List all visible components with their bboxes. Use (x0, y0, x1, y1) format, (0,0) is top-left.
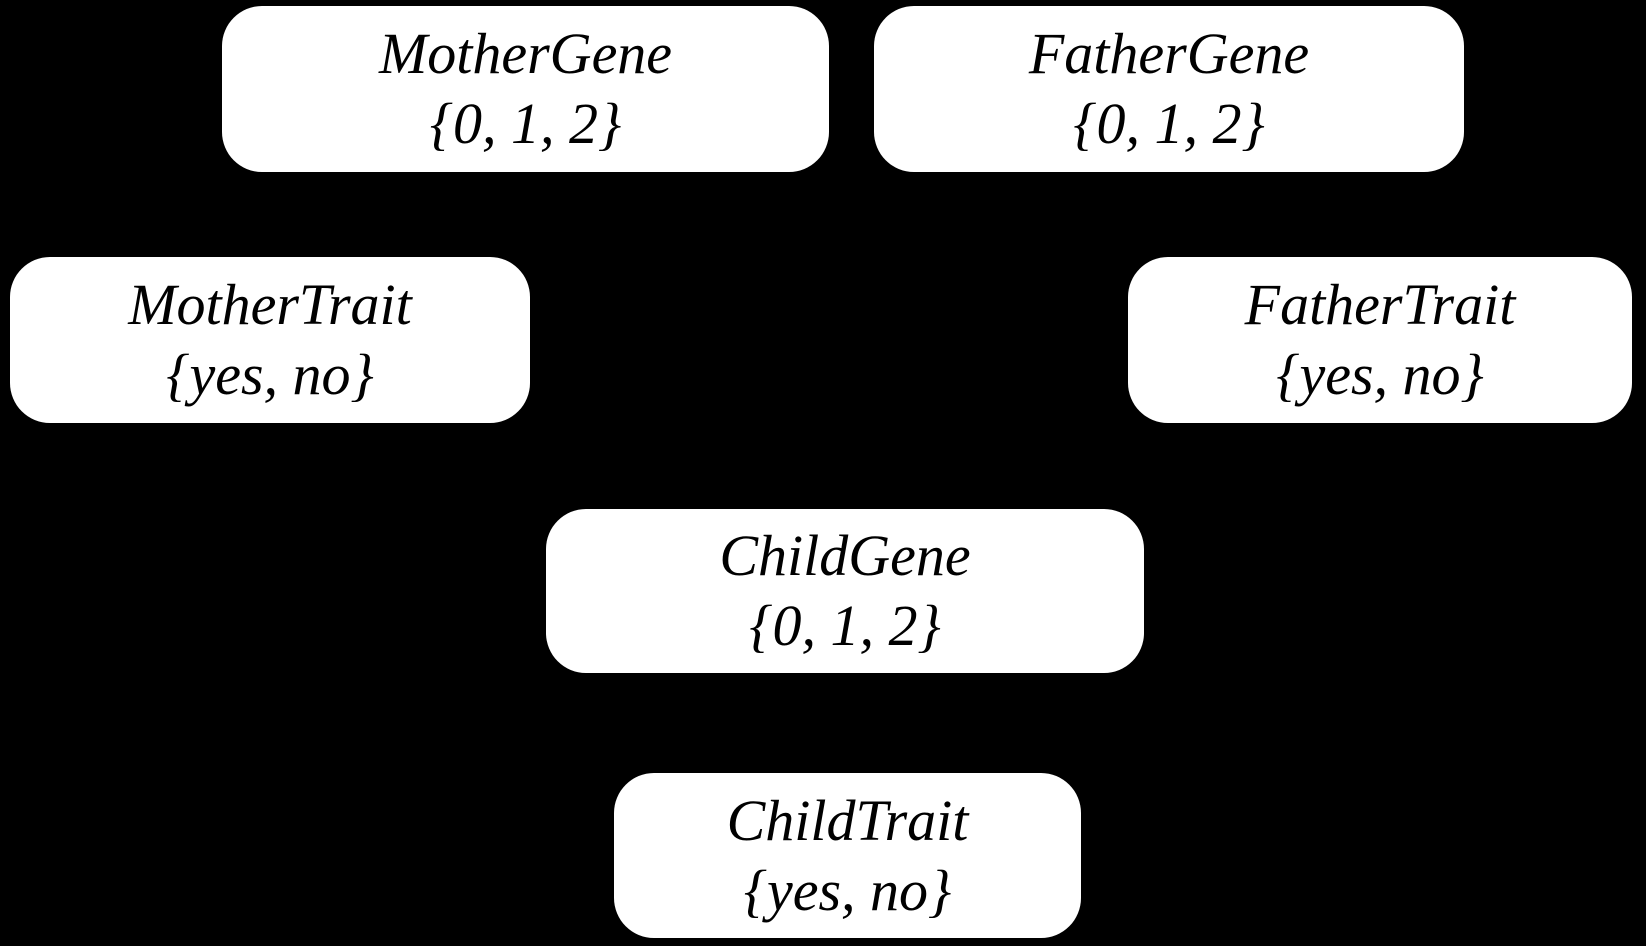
node-father-gene-values: {0, 1, 2} (1073, 91, 1265, 156)
node-mother-trait-title: MotherTrait (128, 272, 412, 337)
node-mother-trait: MotherTrait {yes, no} (10, 257, 530, 423)
node-child-gene-title: ChildGene (719, 523, 971, 588)
node-mother-trait-values: {yes, no} (166, 342, 374, 407)
node-child-gene: ChildGene {0, 1, 2} (546, 509, 1144, 673)
node-child-trait-title: ChildTrait (726, 787, 969, 853)
node-mother-gene-title: MotherGene (378, 21, 673, 86)
node-mother-gene: MotherGene {0, 1, 2} (222, 6, 829, 172)
node-child-gene-values: {0, 1, 2} (749, 593, 941, 658)
node-father-trait-values: {yes, no} (1276, 342, 1484, 407)
node-father-gene-title: FatherGene (1028, 21, 1310, 86)
node-child-trait-values: {yes, no} (743, 857, 952, 923)
node-child-trait: ChildTrait {yes, no} (614, 773, 1081, 938)
node-mother-gene-values: {0, 1, 2} (429, 91, 622, 156)
node-father-trait-title: FatherTrait (1244, 272, 1516, 337)
node-father-trait: FatherTrait {yes, no} (1128, 257, 1632, 423)
node-father-gene: FatherGene {0, 1, 2} (874, 6, 1464, 172)
